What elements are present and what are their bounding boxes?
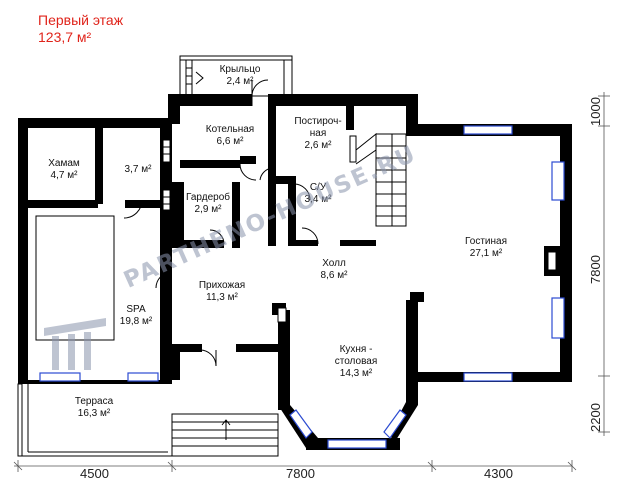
dim-bottom-2: 7800 — [286, 466, 315, 481]
room-laundry: Постироч- ная 2,6 м² — [294, 116, 342, 151]
windows — [39, 125, 565, 449]
terrace-outline — [17, 383, 172, 457]
room-spa: SPA 19,8 м² — [119, 304, 153, 327]
dimension-lines — [13, 92, 610, 472]
door-arcs — [123, 79, 319, 367]
wall-ventilation-marks — [162, 135, 357, 323]
room-hall: Холл 8,6 м² — [320, 258, 348, 281]
room-wardrobe: Гардероб 2,9 м² — [186, 192, 230, 215]
room-hamam: Хамам 4,7 м² — [48, 158, 80, 181]
room-porch: Крыльцо 2,4 м² — [219, 64, 261, 87]
dim-right-2: 7800 — [588, 255, 603, 284]
room-entry: Прихожая 11,3 м² — [198, 280, 246, 303]
dim-bottom-3: 4300 — [484, 466, 513, 481]
plan-area: 123,7 м² — [38, 29, 92, 45]
room-terrace: Терраса 16,3 м² — [74, 396, 114, 419]
plan-title: Первый этаж — [38, 12, 124, 28]
room-kitchen: Кухня - столовая 14,3 м² — [334, 344, 378, 379]
room-small: 3,7 м² — [124, 164, 152, 175]
porch-outline — [179, 55, 293, 97]
room-living: Гостиная 27,1 м² — [465, 236, 507, 259]
room-wc: С/У 3,4 м² — [304, 182, 332, 205]
entry-steps — [171, 413, 279, 457]
dim-right-3: 2200 — [588, 403, 603, 432]
staircase — [355, 132, 407, 227]
dim-right-1: 1000 — [588, 97, 603, 126]
room-boiler: Котельная 6,6 м² — [205, 124, 255, 147]
watermark-logo-icon — [44, 318, 106, 370]
dim-bottom-1: 4500 — [80, 466, 109, 481]
